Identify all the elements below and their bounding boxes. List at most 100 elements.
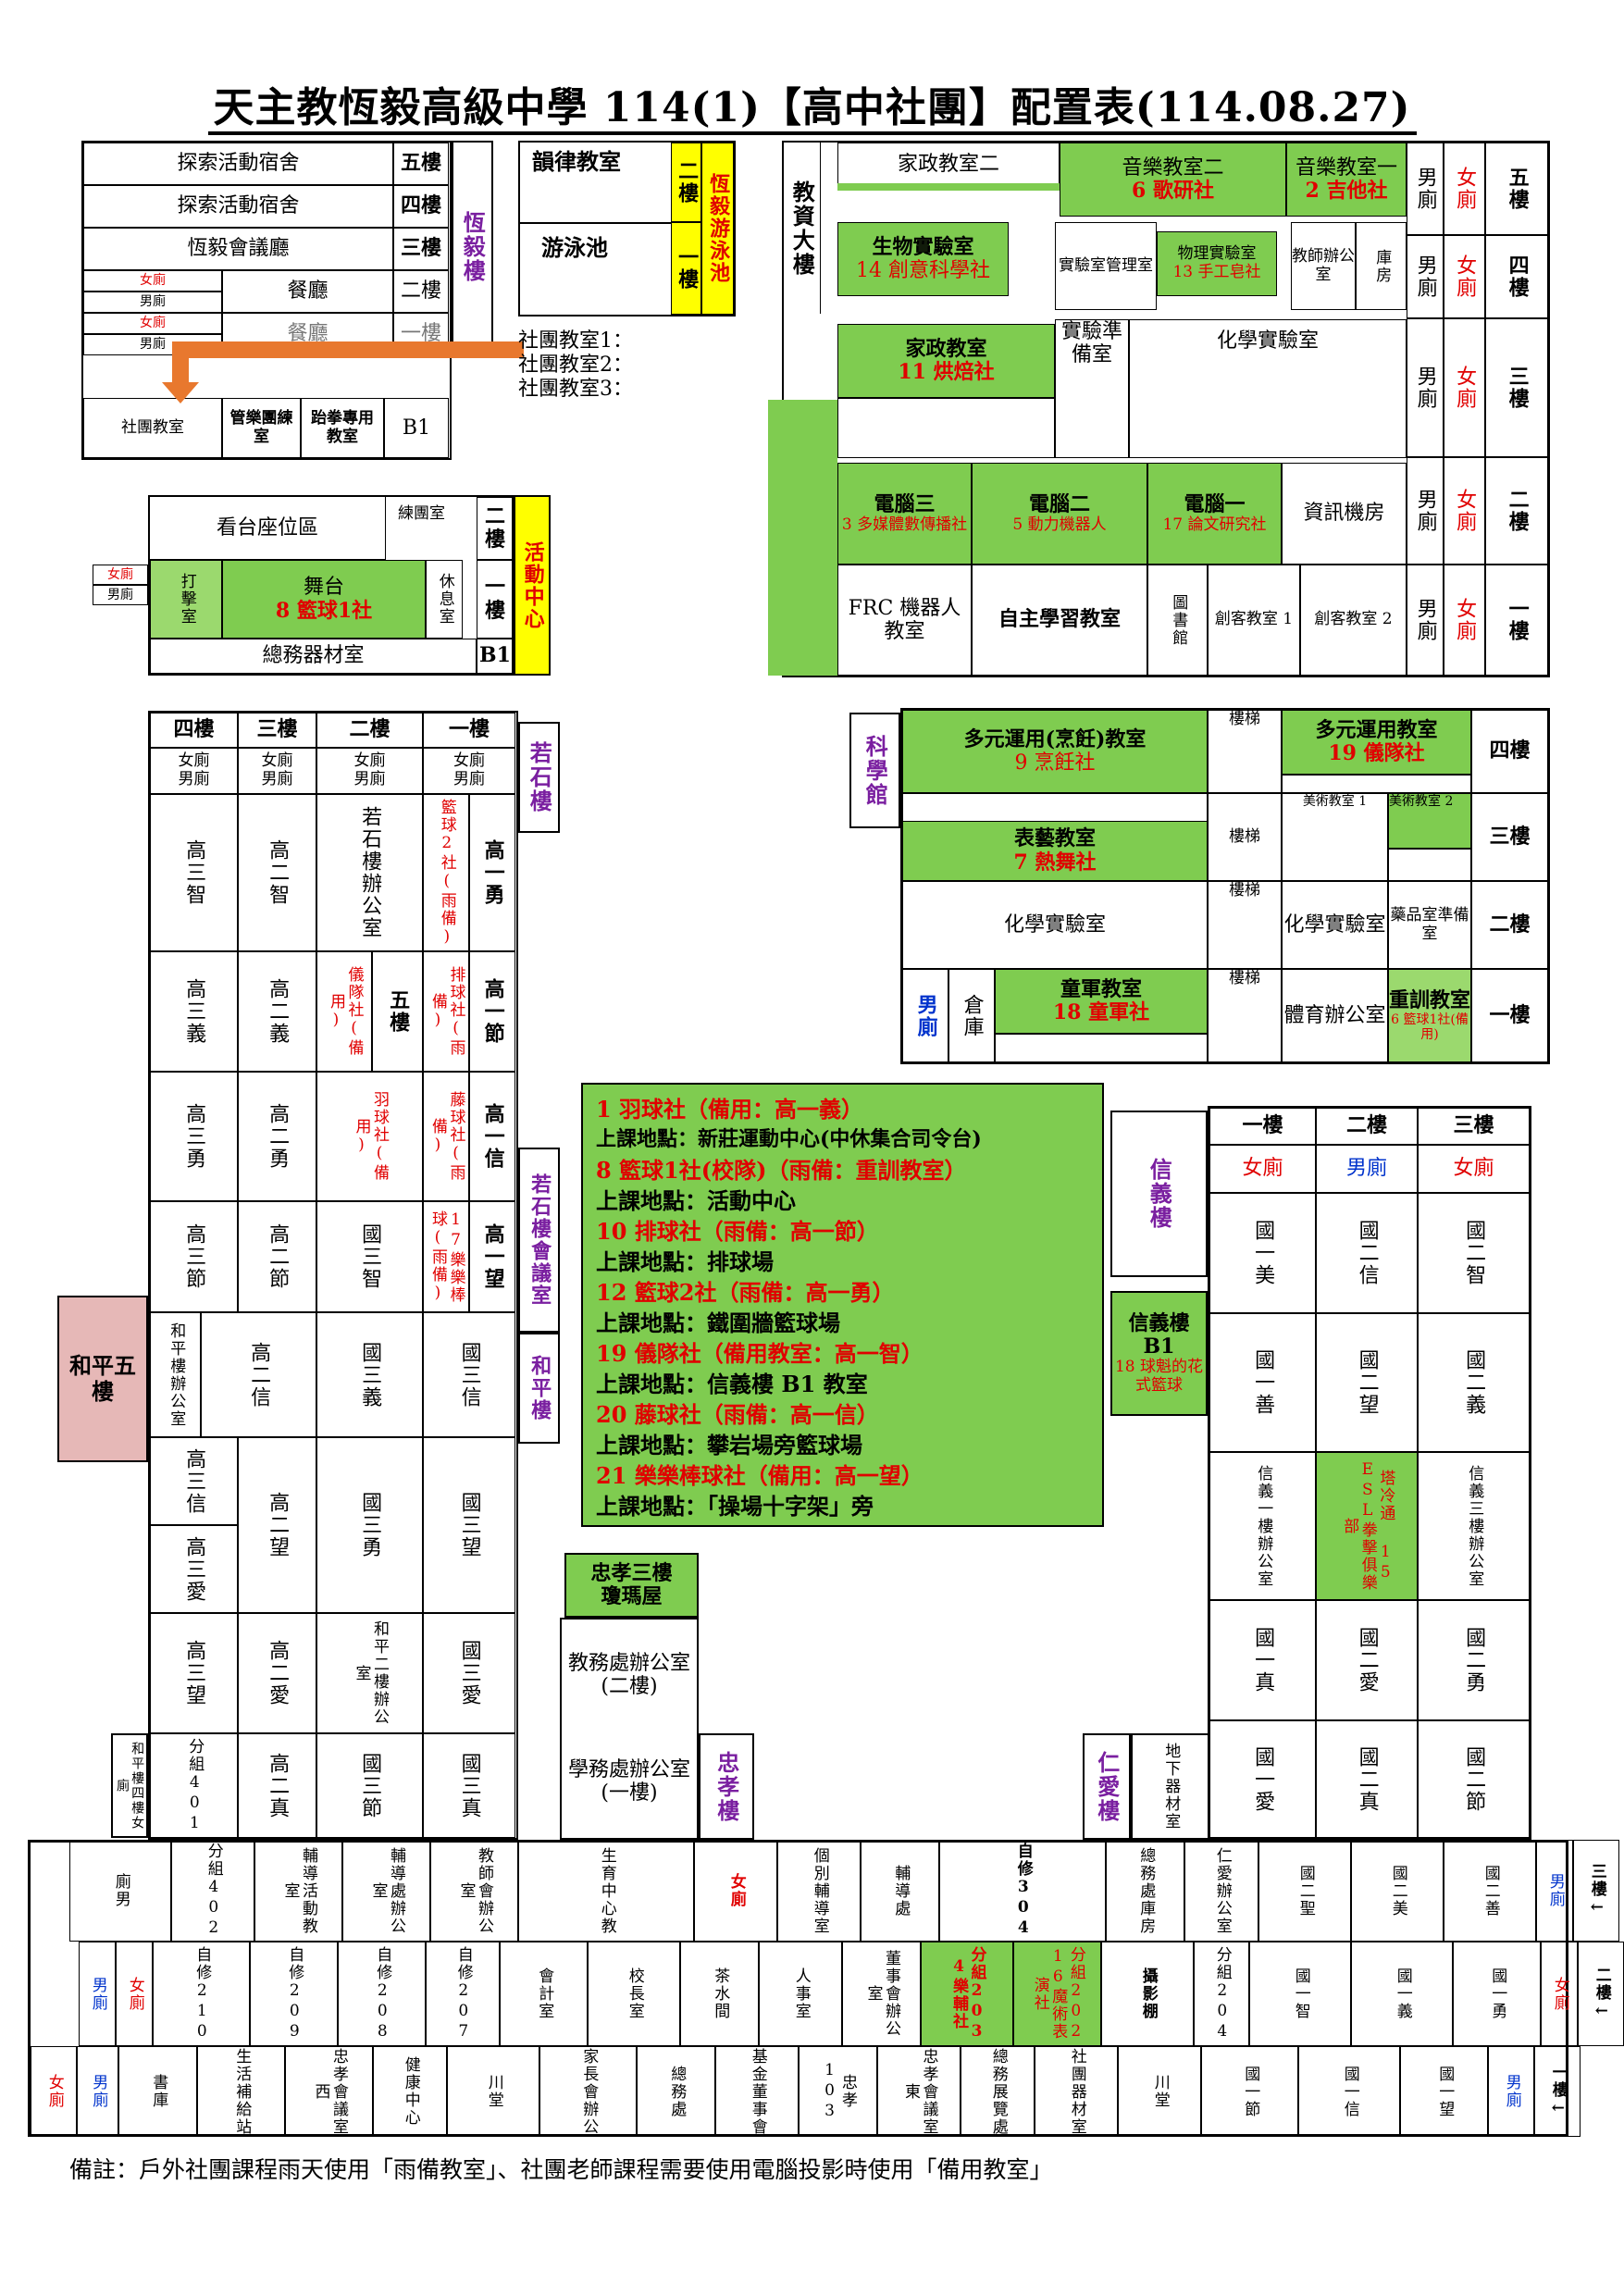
heping-five: 和平五樓 (57, 1296, 148, 1462)
info-line: 12 籃球2社（雨備：高一勇） (596, 1279, 895, 1306)
club-name: 9 烹飪社 (1014, 751, 1096, 775)
room-name: 音樂教室二 (1122, 155, 1224, 180)
bottom-room: 忠孝會議室東 (877, 2046, 961, 2137)
stairs: 樓梯 (1208, 969, 1282, 1062)
room: 表藝教室 7 熱舞社 (902, 821, 1208, 881)
bottom-room: 三樓← (1573, 1840, 1619, 1942)
classroom: 高二真 (238, 1733, 316, 1838)
bottom-room: 分組203 4樂輔社 (921, 1942, 1013, 2046)
restroom: 女廁男廁 (150, 748, 238, 794)
classroom: 高三節 (150, 1201, 238, 1312)
room: 練團室 (398, 504, 445, 523)
club-info-box: 1 羽球社（備用：高一義） 上課地點：新莊運動中心(中休集合司令台) 8 籃球1… (581, 1083, 1104, 1527)
classroom: 國二真 (1316, 1720, 1418, 1838)
classroom: 五樓 (372, 951, 423, 1072)
club-name: 11 烘焙社 (898, 360, 995, 384)
floor-label: 三樓 (1485, 318, 1548, 457)
floor-label: 二樓 (1471, 881, 1548, 969)
floor-label: 一樓 (1209, 1108, 1316, 1145)
classroom: 高二望 (238, 1437, 316, 1613)
bottom-room: 書庫 (118, 2046, 197, 2137)
bottom-room: 分組402 (171, 1840, 254, 1942)
bottom-room: 健康中心 (373, 2046, 447, 2137)
room: 倉庫 (948, 969, 995, 1062)
office: 和平二樓辦公室 (316, 1613, 423, 1733)
club-room-note: 社團教室3： (518, 378, 633, 401)
restroom: 女廁 (1418, 1145, 1530, 1193)
room: 物理實驗室 13 手工皂社 (1157, 231, 1277, 296)
restroom-female: 女廁 (353, 751, 386, 771)
floor-label: 二樓 (1316, 1108, 1418, 1145)
info-line: 上課地點：信義樓 B1 教室 (596, 1371, 868, 1397)
classroom: 國二信 (1316, 1193, 1418, 1313)
room: 休息室 (426, 560, 463, 639)
room: 美術教室 1 (1282, 793, 1388, 881)
restroom: 男廁 (1407, 318, 1444, 457)
building-label: 和平樓 (518, 1333, 560, 1444)
restroom: 女廁男廁 (238, 748, 316, 794)
stage-label: 舞台 (303, 576, 344, 600)
classroom: 高一節 (469, 951, 515, 1072)
room: 社團教室 (83, 398, 222, 458)
info-line: 8 籃球1社(校隊)（雨備：重訓教室） (596, 1157, 967, 1184)
classroom: 高一勇 (469, 794, 515, 951)
room-name: 重訓教室 (1389, 987, 1471, 1012)
classroom: 國二望 (1316, 1313, 1418, 1452)
bottom-room: 女廁 (116, 1942, 153, 2046)
classroom: 國三智 (316, 1201, 423, 1312)
info-line: 上課地點：活動中心 (596, 1187, 796, 1214)
room: 實驗準備室 (1055, 319, 1129, 458)
bottom-room: 自修209 (250, 1942, 338, 2046)
bottom-room: 仁愛辦公室 (1184, 1840, 1258, 1942)
bottom-room: 家長會辦公 (539, 2046, 637, 2137)
classroom: 高二節 (238, 1201, 316, 1312)
restroom: 和平樓四樓女廁 (111, 1733, 148, 1838)
floor-label: 五樓 (1485, 143, 1548, 235)
restroom: 男廁 (1316, 1145, 1418, 1193)
bottom-room: 國一節 (1201, 2046, 1298, 2137)
room: 探索活動宿舍 (83, 185, 393, 228)
restroom-female: 女廁 (178, 751, 210, 771)
bottom-room: 自修304 (939, 1840, 1106, 1942)
footnote: 備註：戶外社團課程雨天使用「雨備教室」、社團老師課程需要使用電腦投影時使用「備用… (69, 2156, 1053, 2183)
restroom: 女廁 (1444, 318, 1485, 457)
bottom-room: 輔導活動教室 (254, 1840, 342, 1942)
floor-label: 二樓 (393, 270, 449, 313)
floor-label: 四樓 (1471, 710, 1548, 793)
room-name: 多元運用(烹飪)教室 (963, 726, 1147, 751)
restroom: 男廁 (902, 969, 948, 1062)
room: 化學實驗室 (1129, 319, 1407, 458)
room: 韻律教室 (532, 148, 621, 175)
info-line: 19 儀隊社（備用教室：高一智） (596, 1340, 924, 1367)
bottom-room: 國一信 (1298, 2046, 1400, 2137)
stairs: 樓梯 (1208, 793, 1282, 881)
room: 生物實驗室 14 創意科學社 (837, 222, 1009, 296)
bottom-room: 自修208 (338, 1942, 426, 2046)
floor-label: 四樓 (150, 713, 238, 748)
restroom-female: 女廁 (453, 751, 485, 771)
classroom: 國三信 (423, 1312, 515, 1437)
room: 美術教室 2 (1388, 793, 1471, 849)
rain-backup-note: 17樂樂棒球(雨備) (423, 1201, 469, 1312)
room: 創客教室 1 (1208, 565, 1300, 676)
restroom: 男廁 (1407, 457, 1444, 565)
room-name: 物理實驗室 (1177, 244, 1257, 264)
bottom-room: 生育中心教 (518, 1840, 694, 1942)
classroom: 國一善 (1209, 1313, 1316, 1452)
floor-label: 二樓 (1485, 457, 1548, 565)
stairs: 樓梯 (1208, 881, 1282, 969)
club-name: 13 手工皂社 (1172, 263, 1261, 281)
bottom-room: 國二善 (1444, 1840, 1536, 1942)
classroom: 國二勇 (1418, 1600, 1530, 1720)
building-label: 信義樓 (1110, 1111, 1208, 1277)
info-line: 1 羽球社（備用：高一義） (596, 1096, 864, 1123)
room: 恆毅會議廳 (83, 228, 393, 270)
bottom-room: 基金董事會 (715, 2046, 799, 2137)
floor-label: 二樓 (477, 497, 514, 560)
room: 家政教室 11 烘焙社 (837, 324, 1055, 398)
room: 重訓教室 6 籃球1社(備用) (1388, 969, 1471, 1062)
pool-building (518, 141, 736, 316)
restroom: 男廁 (1407, 235, 1444, 318)
bottom-room: 會計室 (500, 1942, 588, 2046)
zhongxiao-building (560, 1618, 699, 1840)
